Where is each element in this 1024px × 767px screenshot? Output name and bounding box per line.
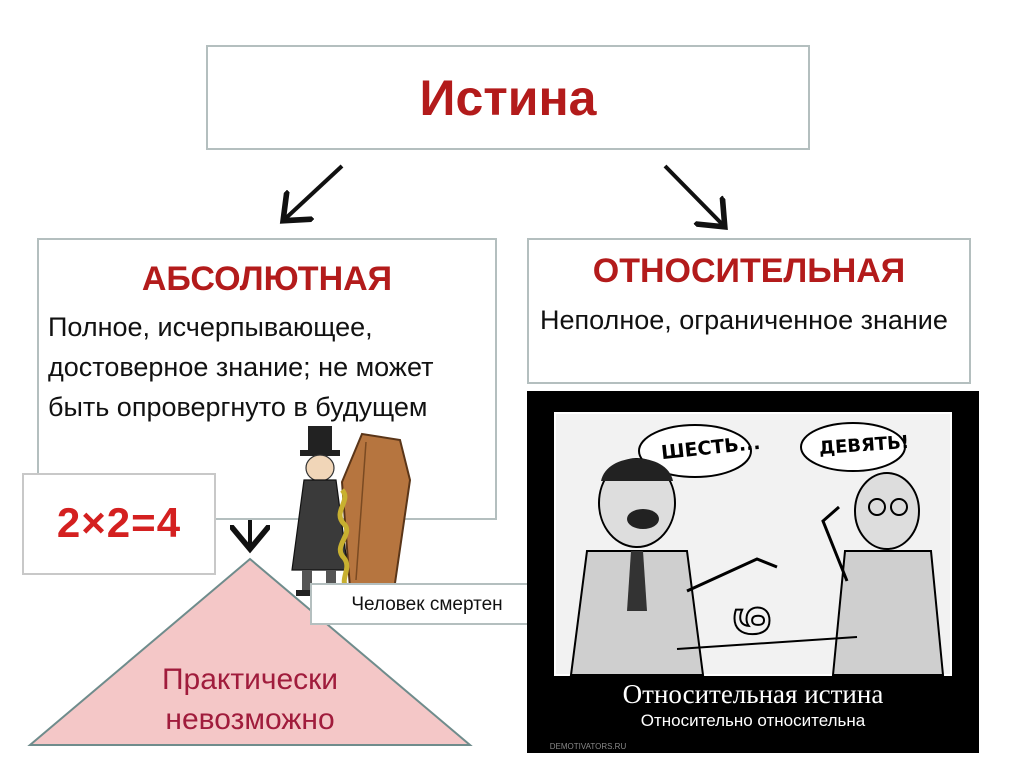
arrow-left-icon: [286, 164, 344, 218]
cartoon-illustration: 6: [554, 412, 952, 676]
mortal-label-box: Человек смертен: [310, 583, 544, 625]
cartoon-caption-main: Относительная истина: [622, 679, 884, 709]
formula-text: 2×2=4: [56, 499, 182, 546]
speech-bubble-right: [800, 422, 906, 472]
absolute-heading: АБСОЛЮТНАЯ: [141, 260, 393, 298]
undertaker-illustration: [291, 426, 412, 596]
absolute-description: Полное, исчерпывающее, достоверное знани…: [48, 312, 434, 422]
mortal-label: Человек смертен: [351, 594, 503, 615]
cartoon-panel: 6 ШЕСТЬ... ДЕВЯТЬ! Относительная истина …: [527, 391, 979, 753]
formula-example-box: 2×2=4: [22, 473, 216, 575]
cartoon-watermark: DEMOTIVATORS.RU: [549, 742, 627, 751]
coffin-icon: [340, 432, 412, 592]
top-hat-icon: [308, 426, 332, 452]
title-box: Истина: [206, 45, 810, 150]
relative-description: Неполное, ограниченное знание: [540, 305, 948, 335]
relative-heading: ОТНОСИТЕЛЬНАЯ: [592, 252, 906, 290]
speech-bubble-left: [638, 424, 752, 478]
absolute-truth-box: АБСОЛЮТНАЯ Полное, исчерпывающее, достов…: [37, 238, 497, 520]
page-title: Истина: [419, 70, 597, 126]
triangle-label: Практически невозможно: [161, 663, 339, 736]
cartoon-caption-sub: Относительно относительна: [640, 711, 866, 730]
arrow-right-icon: [663, 164, 722, 224]
triangle-shape: [27, 557, 473, 746]
relative-truth-box: ОТНОСИТЕЛЬНАЯ Неполное, ограниченное зна…: [527, 238, 971, 384]
floor-digit: 6: [726, 605, 780, 637]
